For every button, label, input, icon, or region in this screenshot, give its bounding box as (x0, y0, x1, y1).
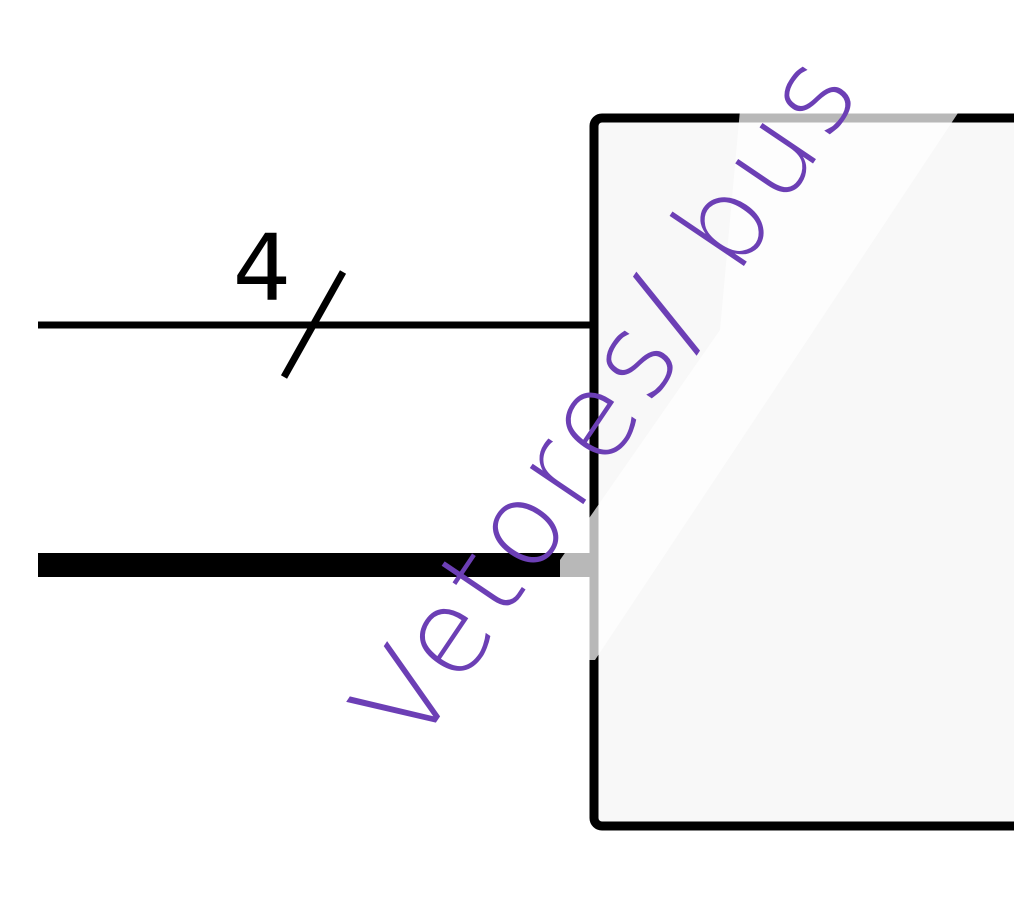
thick-bus-wire (38, 553, 594, 577)
bus-width-label: 4 (233, 215, 292, 322)
bus-width-slash (280, 270, 347, 379)
